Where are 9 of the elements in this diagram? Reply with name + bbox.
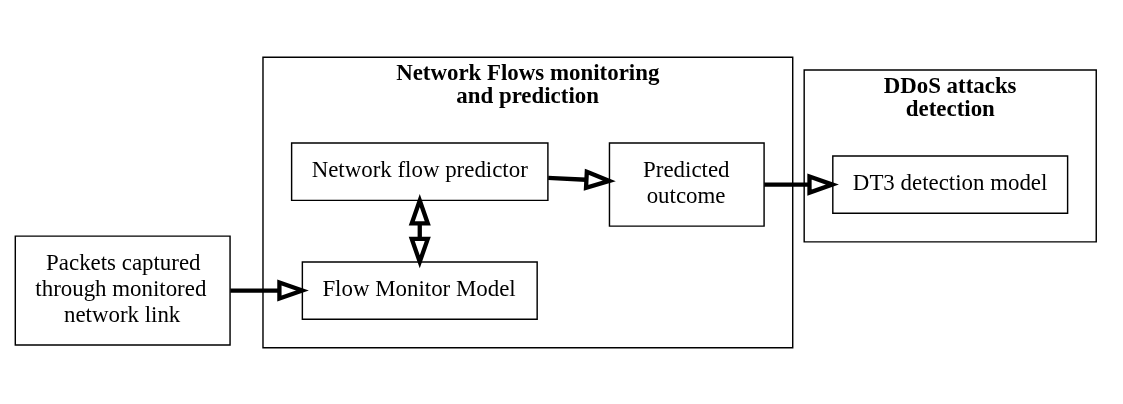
node-box: Flow Monitor Model — [301, 260, 538, 320]
node-box: DT3 detection model — [832, 154, 1069, 214]
node-box: Predicted outcome — [608, 141, 765, 227]
arrow — [230, 279, 309, 302]
node-box: Packets captured through monitored network link — [14, 234, 231, 346]
node-box: Network flow predictor — [290, 141, 549, 201]
arrow — [408, 193, 431, 268]
arrow — [764, 173, 839, 196]
arrow — [548, 168, 616, 191]
